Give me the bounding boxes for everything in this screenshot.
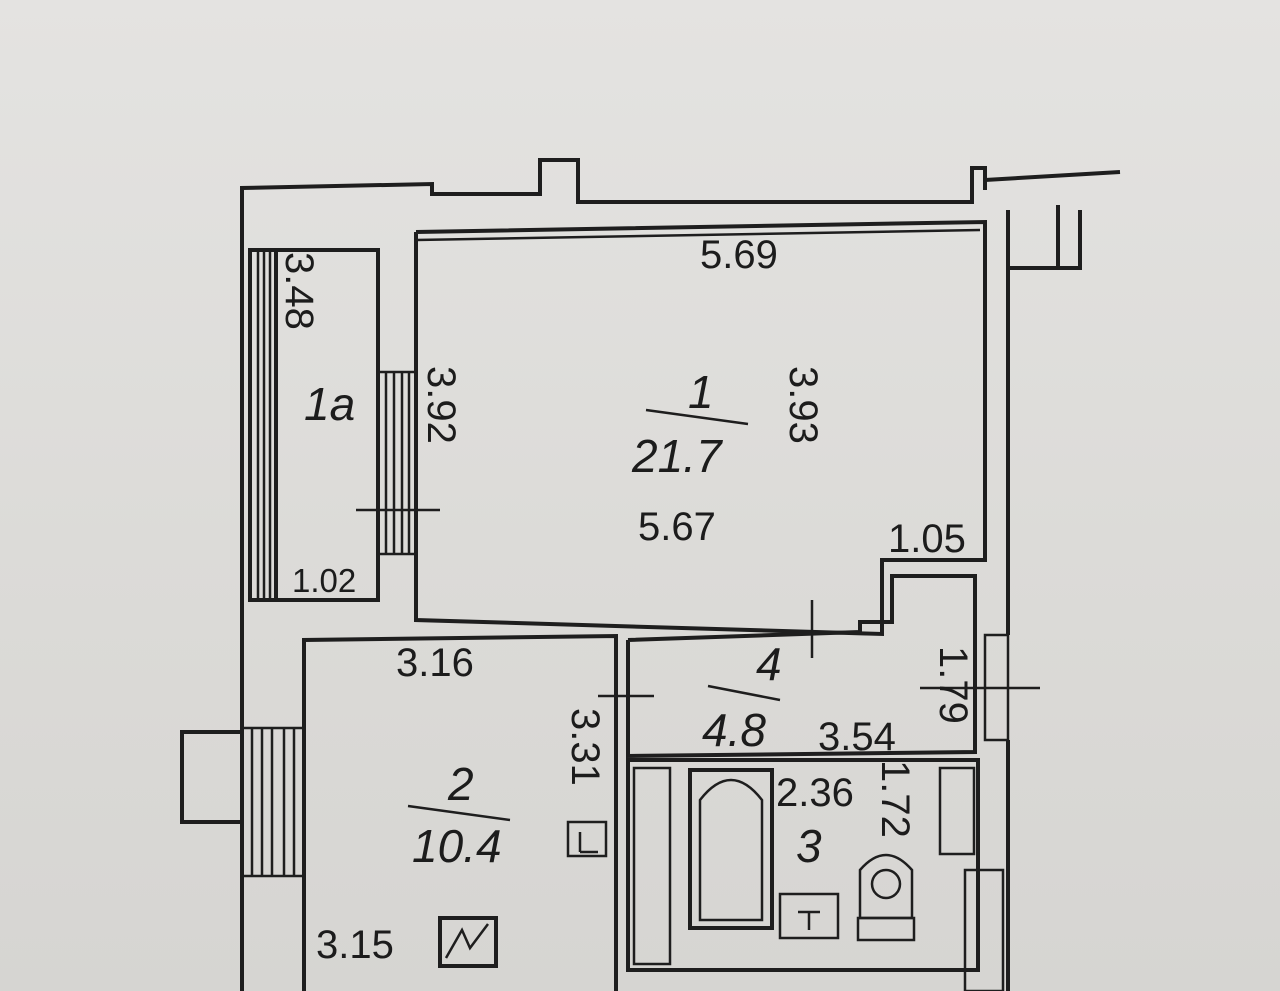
room4-number: 4 bbox=[756, 638, 782, 690]
room3-number: 3 bbox=[796, 820, 822, 872]
room-4 bbox=[598, 574, 1040, 759]
room4-area: 4.8 bbox=[702, 704, 766, 756]
room2-number: 2 bbox=[447, 758, 474, 810]
balcony-1a bbox=[248, 248, 440, 602]
room1-number: 1 bbox=[688, 366, 714, 418]
room-2 bbox=[180, 633, 618, 991]
dim-room1-left: 3.92 bbox=[419, 366, 463, 444]
dim-balcony-height: 3.48 bbox=[277, 252, 321, 330]
room1-fraction-line bbox=[645, 408, 749, 426]
room2-area: 10.4 bbox=[412, 820, 502, 872]
dim-room1-right: 3.93 bbox=[781, 366, 825, 444]
room2-fraction-line bbox=[407, 804, 511, 822]
dim-room4-right: 1.79 bbox=[931, 646, 975, 724]
dim-room3-width: 2.36 bbox=[776, 771, 854, 815]
dim-room4-width: 3.54 bbox=[818, 715, 896, 759]
dim-room2-right: 3.31 bbox=[563, 708, 607, 786]
dim-balcony-width: 1.02 bbox=[292, 562, 356, 599]
room-3 bbox=[626, 758, 980, 972]
dim-room2-bottom: 3.15 bbox=[316, 923, 394, 967]
dim-room2-top: 3.16 bbox=[396, 641, 474, 685]
dim-room1-bottom: 5.67 bbox=[638, 505, 716, 549]
dim-room3-right: 1.72 bbox=[873, 760, 917, 838]
exterior-walls bbox=[240, 158, 1121, 991]
room-1 bbox=[414, 219, 987, 637]
room4-fraction-line bbox=[707, 684, 781, 702]
balcony-number: 1a bbox=[304, 378, 355, 430]
dim-room1-notch: 1.05 bbox=[888, 517, 966, 561]
dim-room1-top: 5.69 bbox=[700, 233, 778, 277]
room1-area: 21.7 bbox=[631, 430, 723, 482]
